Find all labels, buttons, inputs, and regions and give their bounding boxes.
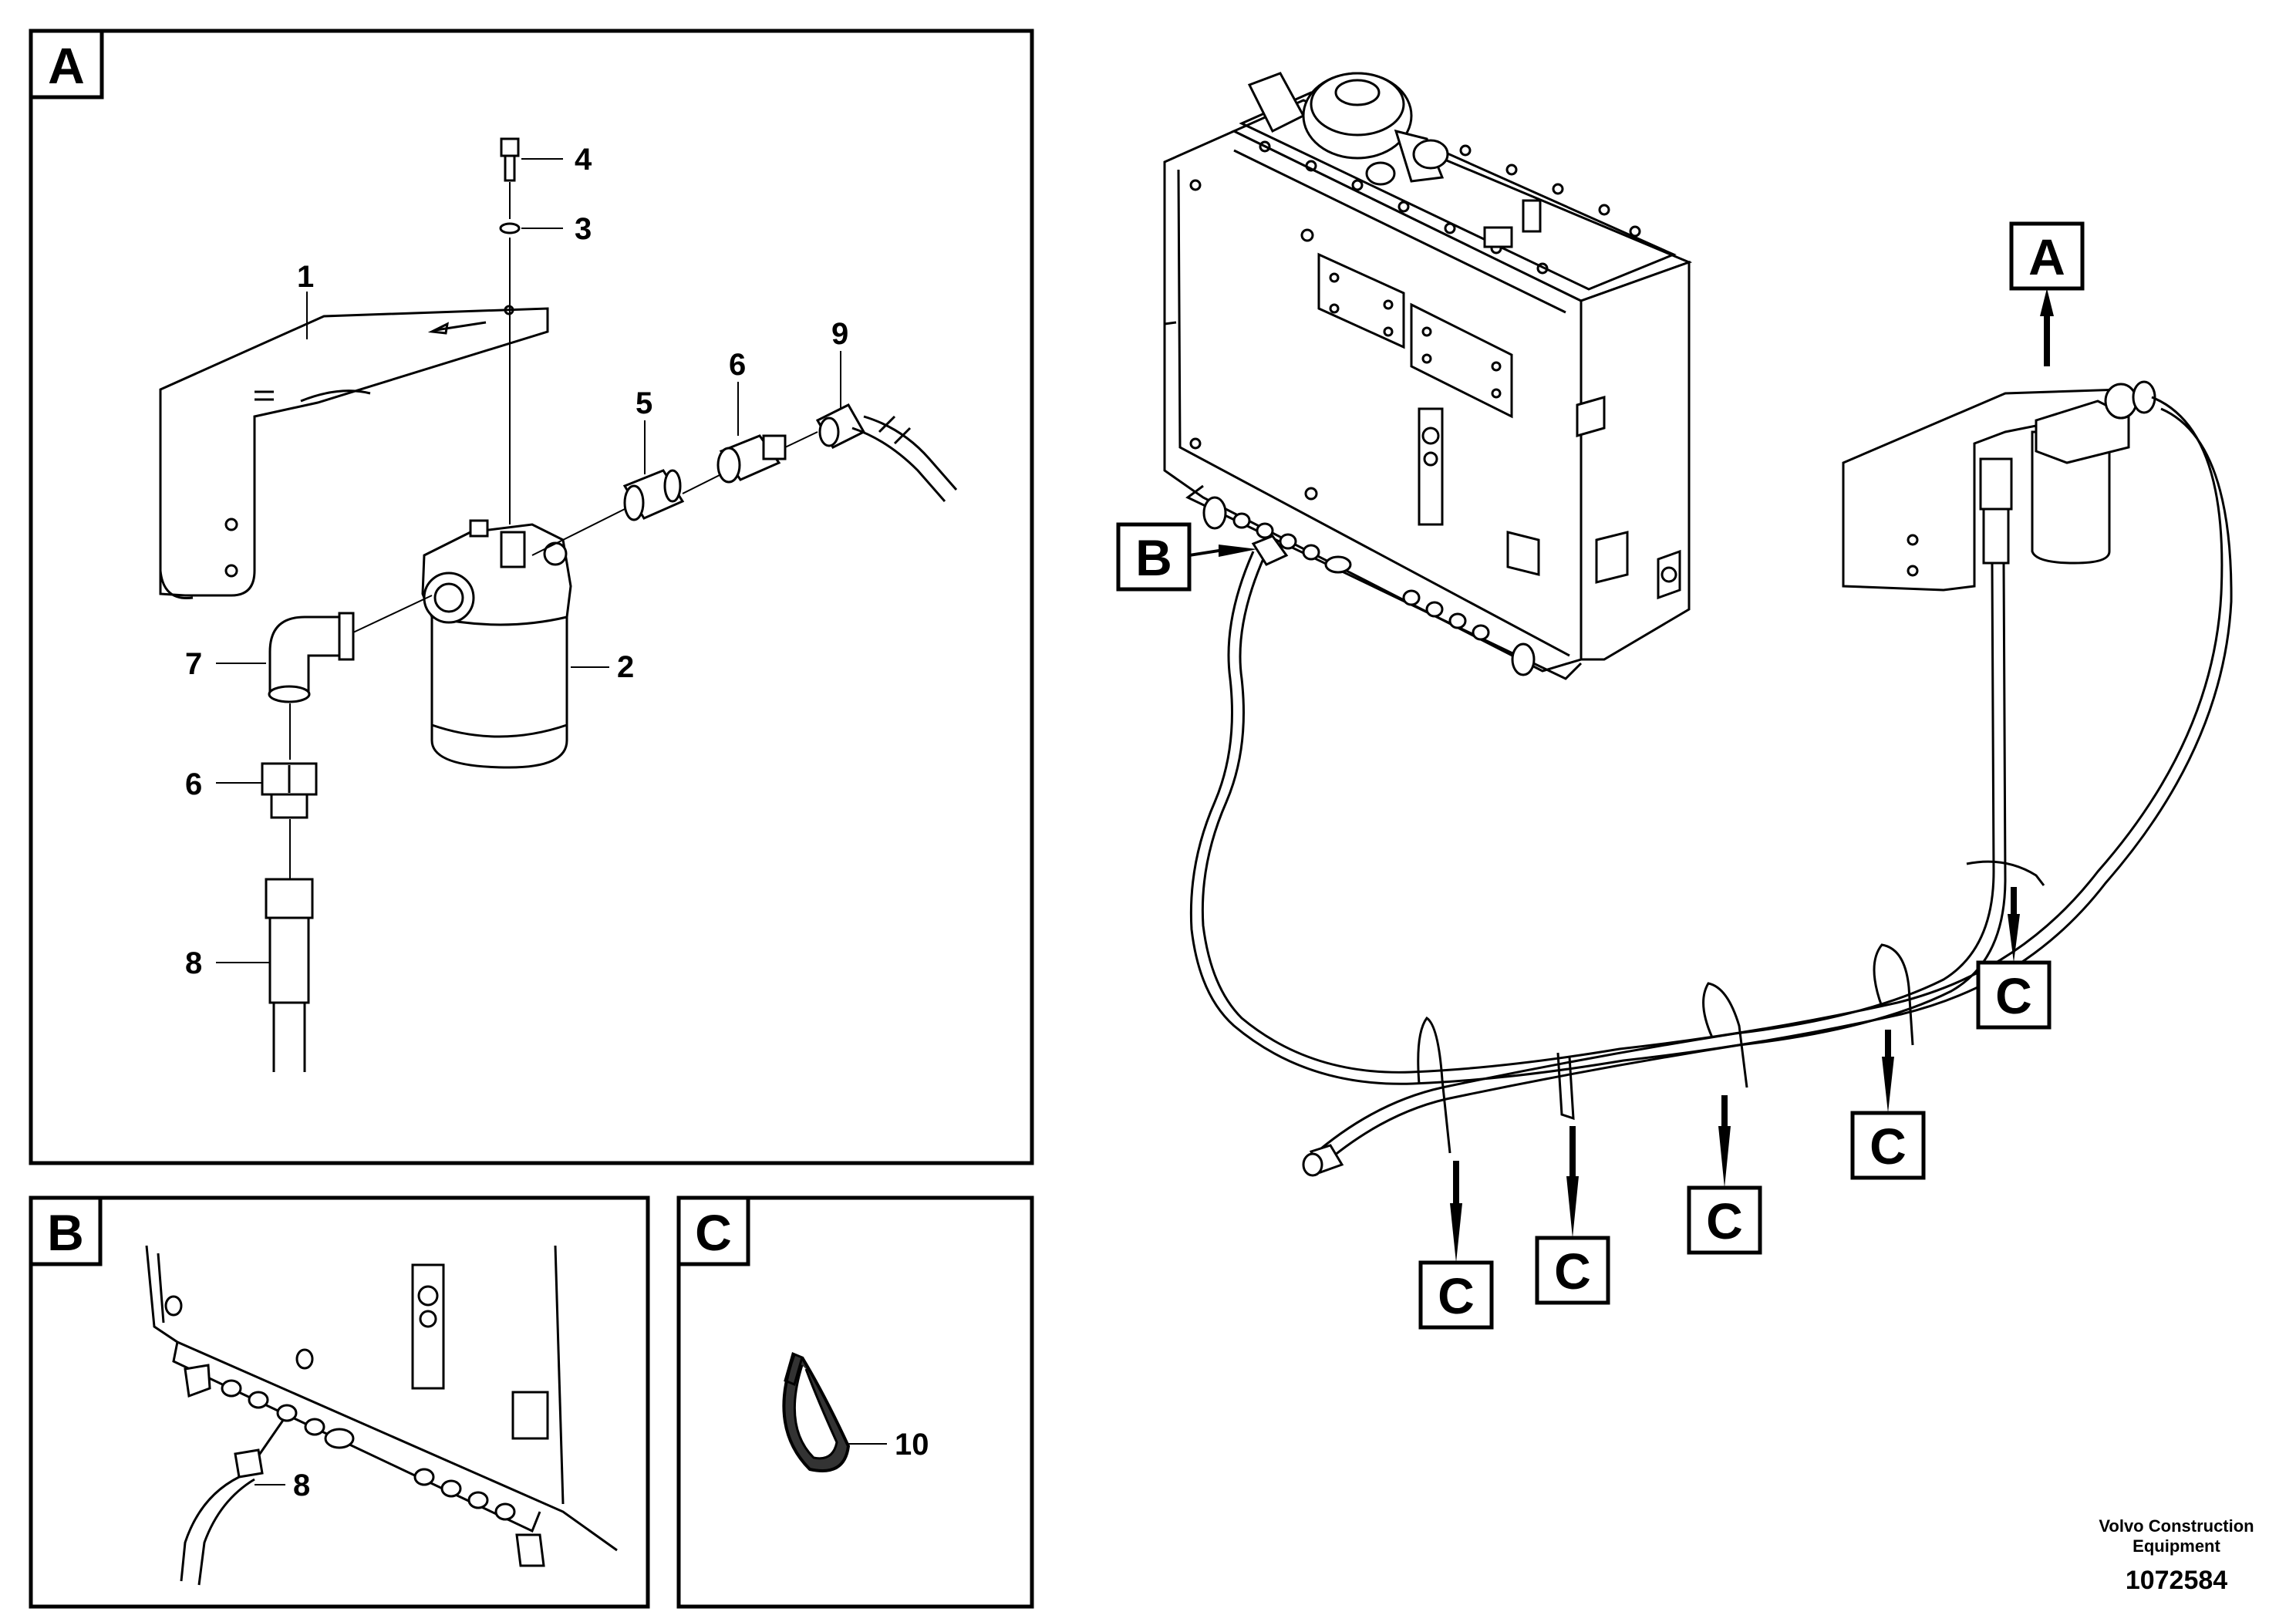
- callout-b-arrow: [1189, 545, 1257, 557]
- panel-c-label-box: [676, 1195, 750, 1266]
- panel-b-label: B: [47, 1204, 84, 1261]
- part-number-4: 4: [575, 143, 592, 177]
- leader-lines-a: [216, 158, 841, 963]
- panel-b-frame: [29, 1195, 650, 1609]
- footer: Volvo Construction Equipment 1072584: [2099, 1516, 2254, 1595]
- hose-fitting: [815, 403, 958, 502]
- callout-c-5-label: C: [1995, 967, 2032, 1024]
- callout-b-label: B: [1135, 529, 1172, 586]
- callout-c-2-label: C: [1554, 1243, 1591, 1300]
- panel-c: C 10: [676, 1195, 1034, 1609]
- panel-a-label: A: [48, 37, 85, 94]
- elbow: [268, 595, 433, 703]
- callout-c-4: C: [1850, 1030, 1926, 1180]
- cable-tie: [782, 1351, 851, 1472]
- panel-a-label-box: [29, 29, 104, 99]
- panel-c-label: C: [695, 1204, 732, 1261]
- fitting-axis-2: [682, 474, 722, 494]
- part-number-1: 1: [297, 260, 314, 294]
- washer: [499, 222, 521, 234]
- screw: [500, 137, 520, 182]
- panel-b: B: [29, 1195, 650, 1609]
- adapter-upper: [716, 434, 787, 484]
- panel-c-part-number-10: 10: [895, 1428, 929, 1462]
- panel-a-frame: [29, 29, 1034, 1165]
- callout-a-arrow: [2040, 288, 2054, 366]
- fitting-axis-3: [784, 431, 818, 448]
- callout-c-1: C: [1418, 1161, 1494, 1330]
- callout-c-1-label: C: [1438, 1267, 1475, 1324]
- panel-a: A: [29, 29, 1034, 1165]
- part-number-2: 2: [617, 650, 634, 684]
- part-number-6-upper: 6: [729, 348, 746, 382]
- part-number-9: 9: [831, 317, 848, 351]
- brand-line-2: Equipment: [2132, 1536, 2220, 1556]
- part-number-7: 7: [185, 647, 202, 681]
- connector: [622, 469, 685, 521]
- callout-c-2: C: [1535, 1126, 1610, 1305]
- adapter-lower: [261, 762, 318, 819]
- fitting-axis-1: [531, 508, 625, 556]
- callout-c-4-label: C: [1870, 1118, 1907, 1175]
- part-number-6-lower: 6: [185, 767, 202, 801]
- tank-underside-detail: [145, 1245, 618, 1586]
- panel-b-label-box: [29, 1195, 103, 1266]
- fuel-tank: [1163, 72, 1693, 680]
- callout-b: B: [1116, 522, 1257, 592]
- panel-b-part-number-8: 8: [293, 1469, 310, 1502]
- part-number-3: 3: [575, 212, 592, 246]
- fuel-filter: [421, 519, 572, 769]
- hoses: [1189, 396, 2233, 1177]
- callout-c-5: C: [1976, 887, 2052, 1030]
- document-number: 1072584: [2126, 1566, 2227, 1595]
- overview-illustration: A B C C C C: [1116, 72, 2233, 1330]
- callout-c-3-label: C: [1706, 1192, 1743, 1249]
- panel-c-frame: [676, 1195, 1034, 1609]
- filter-assembly-installed: [1842, 380, 2156, 592]
- part-number-8: 8: [185, 946, 202, 980]
- brand-line-1: Volvo Construction: [2099, 1516, 2254, 1536]
- callout-c-3: C: [1687, 1095, 1762, 1255]
- callout-a-box: [2009, 221, 2085, 291]
- hose-end: [265, 878, 314, 1072]
- callout-a-label: A: [2028, 228, 2065, 285]
- callout-a: A: [2009, 221, 2085, 366]
- part-number-5: 5: [636, 386, 652, 420]
